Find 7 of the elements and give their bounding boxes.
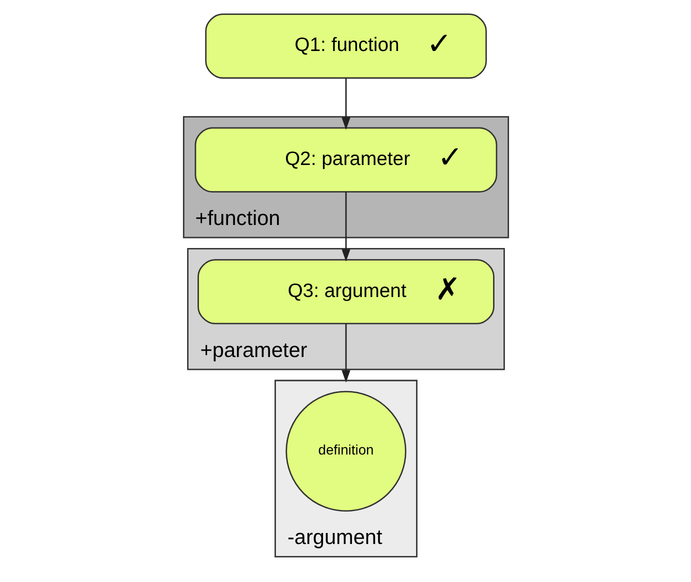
node-circle: definition [285, 390, 406, 512]
node-box: Q3: argument ✗ [197, 259, 494, 324]
arrow [341, 324, 350, 383]
arrow [341, 192, 350, 262]
node-box: Q1: function ✓ [204, 13, 486, 79]
arrow [341, 78, 350, 130]
node-box: Q2: parameter ✓ [194, 127, 497, 192]
